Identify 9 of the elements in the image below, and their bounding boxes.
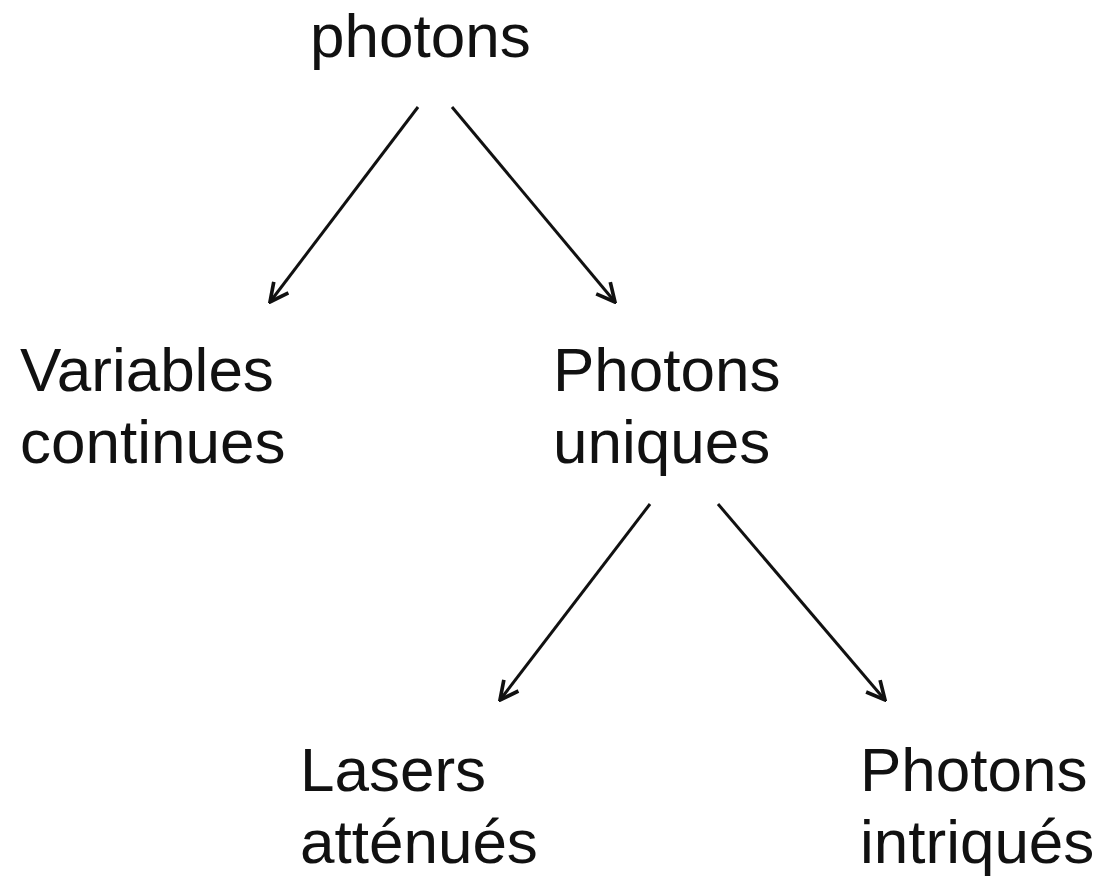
arrow [498, 503, 652, 702]
arrow [716, 503, 887, 702]
node-label: Lasers atténués [300, 734, 539, 878]
node-label: Variables continues [20, 334, 287, 478]
node-label: Photons intriqués [860, 734, 1096, 878]
arrow [450, 106, 617, 304]
arrow [268, 106, 420, 304]
node-label: Photons uniques [553, 334, 782, 478]
node-label: photons [310, 0, 532, 72]
